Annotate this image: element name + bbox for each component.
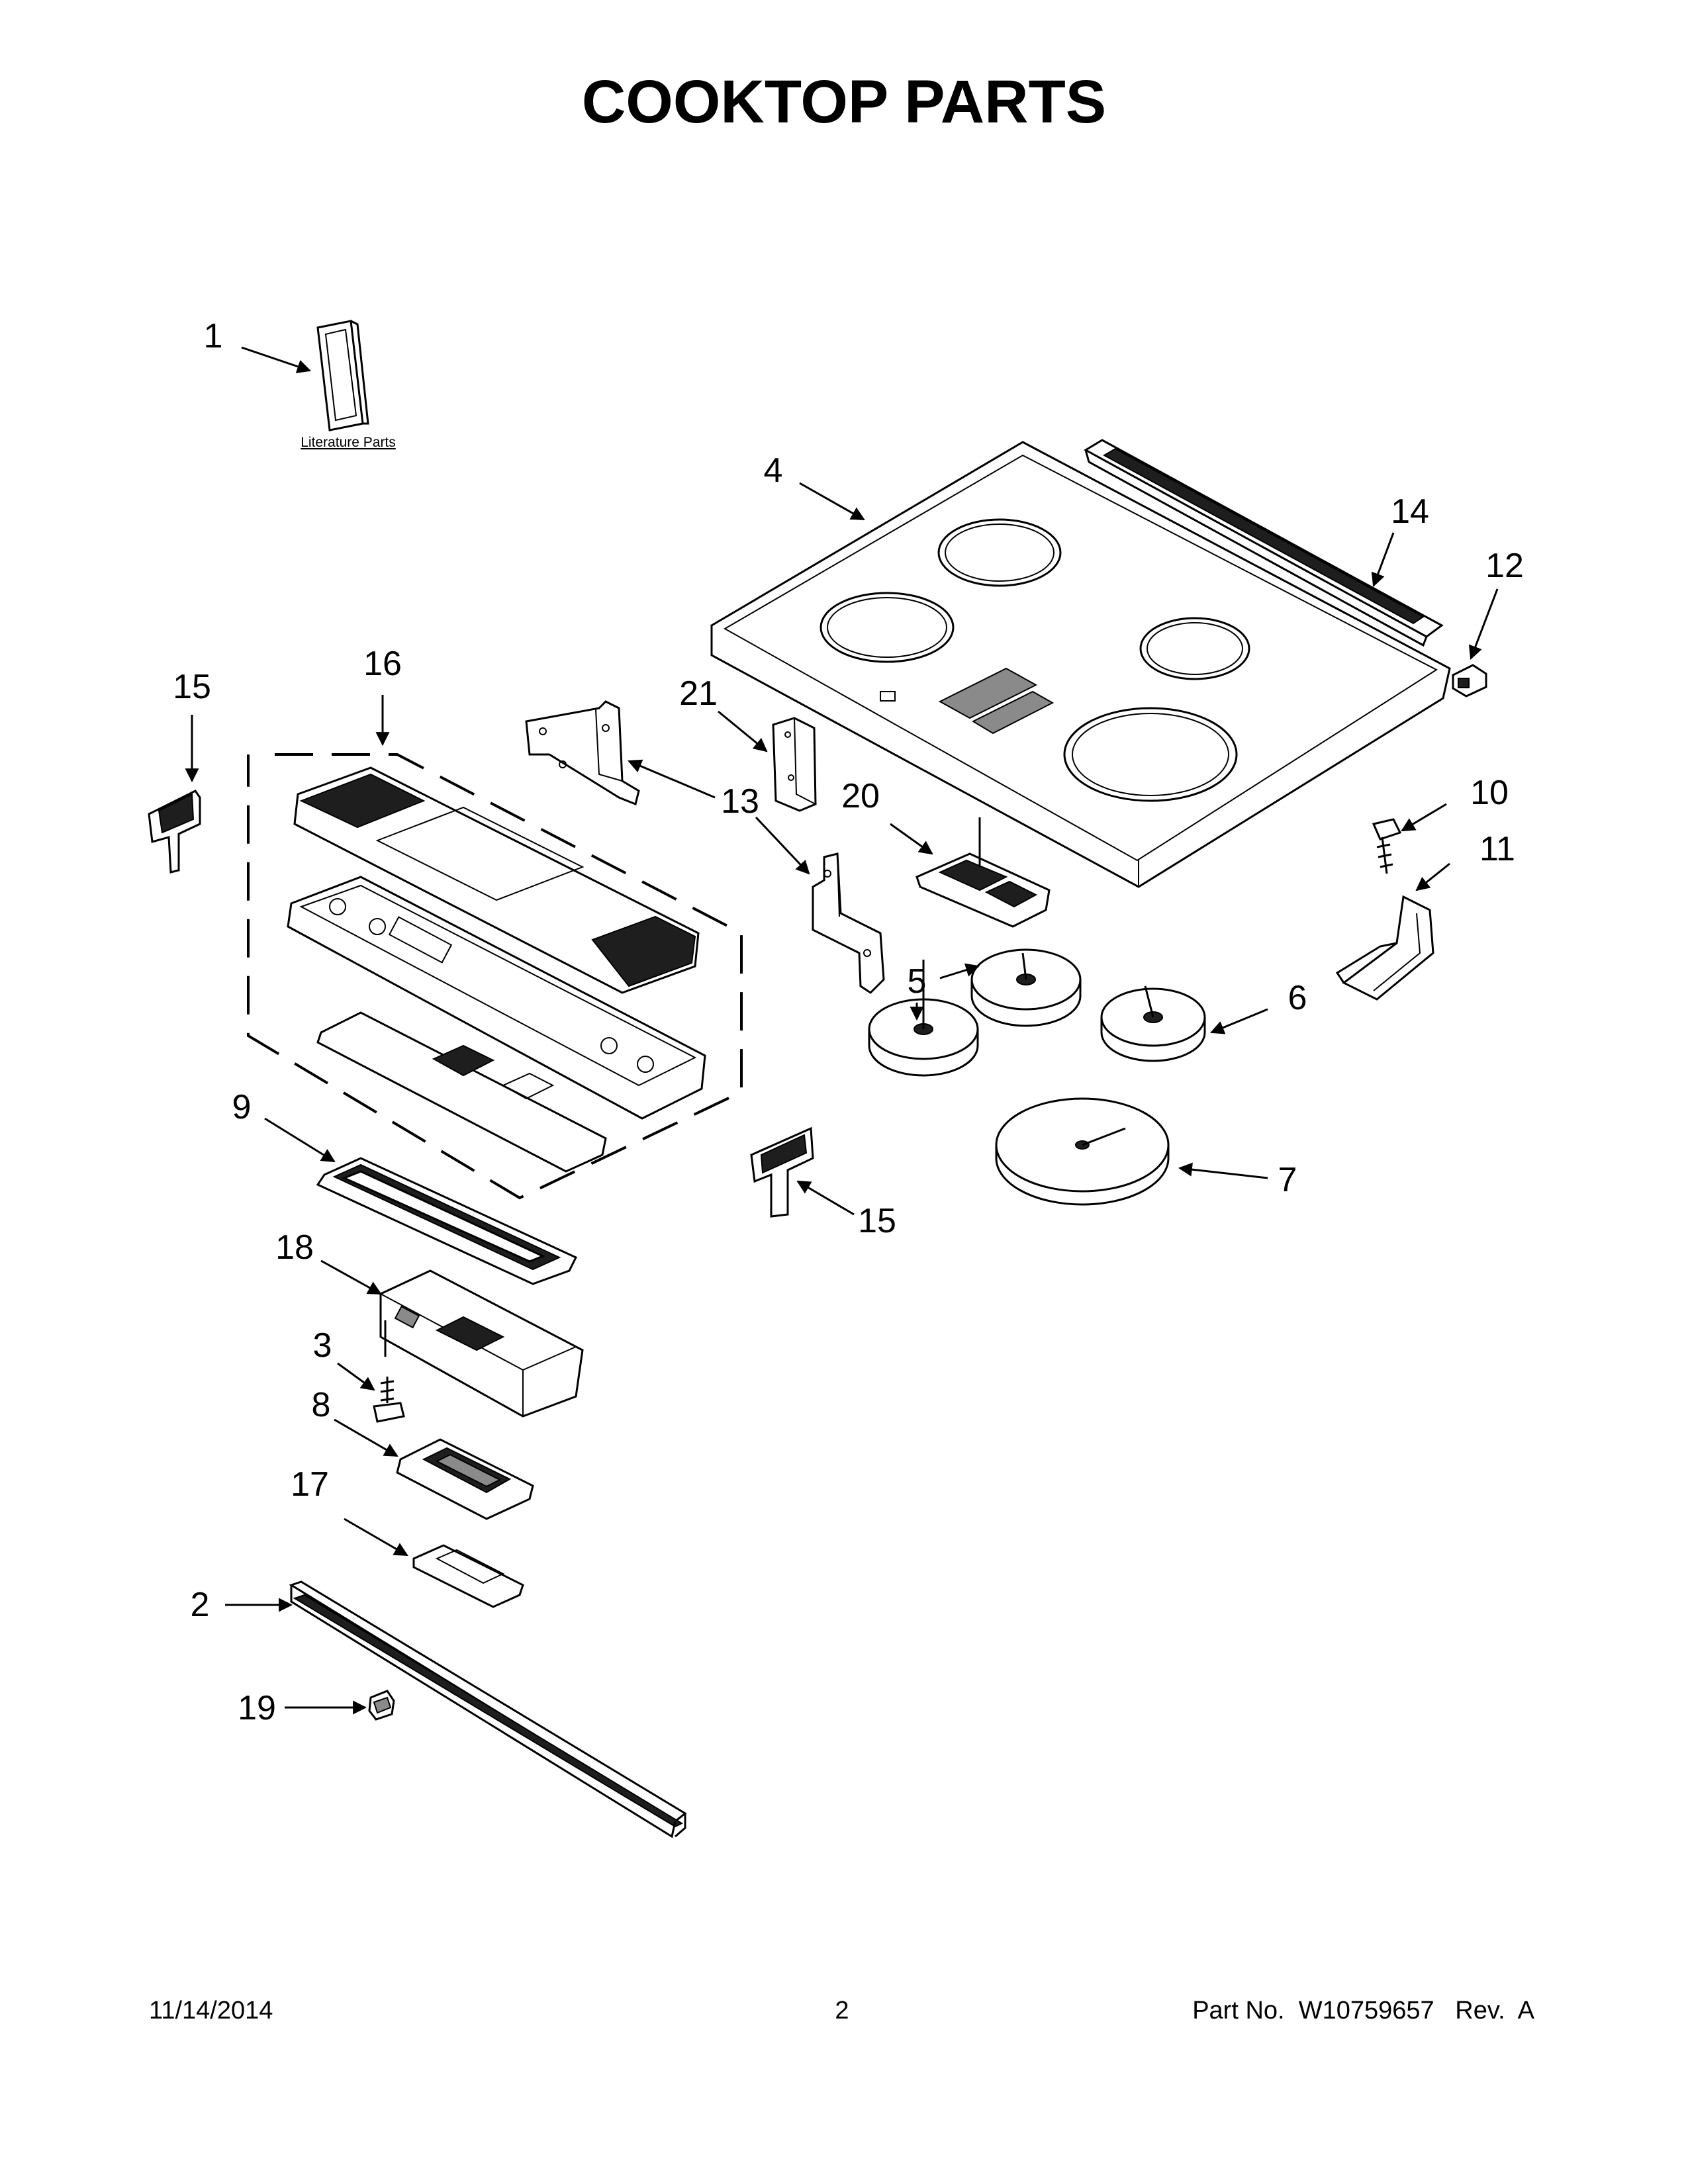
shield-plate (412, 1544, 524, 1608)
touch-control-board (915, 817, 1051, 928)
callout-7: 7 (1278, 1161, 1297, 1199)
callout-15-leader-right (796, 1180, 855, 1216)
footer-date: 11/14/2014 (149, 1997, 273, 2025)
callout-3: 3 (313, 1326, 332, 1365)
callout-14-leader (1371, 532, 1395, 587)
callout-7-leader (1178, 1162, 1268, 1179)
control-panel-assembly (247, 753, 743, 1200)
page-title: COOKTOP PARTS (582, 68, 1106, 136)
callout-15-right: 15 (858, 1202, 896, 1240)
callout-15-left: 15 (173, 668, 211, 706)
bolt (373, 1377, 405, 1423)
induction-coil-medium (1100, 985, 1206, 1062)
callout-4: 4 (764, 451, 783, 490)
side-mounting-bracket (1335, 895, 1434, 1001)
callout-21: 21 (679, 674, 718, 713)
control-panel-bracket-lower (812, 852, 885, 994)
callout-1-leader (241, 346, 311, 373)
callout-9: 9 (232, 1088, 252, 1126)
induction-coil-small-pair (868, 948, 1082, 1077)
callout-12: 12 (1485, 547, 1524, 585)
callout-3-leader (337, 1362, 375, 1391)
callout-20: 20 (841, 777, 880, 815)
cooktop-main-top (710, 441, 1451, 888)
callout-11: 11 (1479, 830, 1515, 868)
callout-5: 5 (908, 962, 927, 1001)
footer-page-number: 2 (835, 1997, 849, 2025)
callout-18-leader (320, 1259, 382, 1295)
callout-10: 10 (1470, 774, 1509, 812)
touch-panel-gasket (316, 1157, 578, 1285)
callout-13: 13 (721, 782, 759, 821)
literature-parts-label: Literature Parts (301, 435, 396, 450)
rail-clip (1452, 664, 1487, 698)
footer-part-number: Part No. W10759657 Rev. A (1192, 1997, 1534, 2025)
callout-10-leader (1401, 803, 1447, 832)
callout-1: 1 (204, 317, 223, 355)
callout-9-leader (264, 1117, 336, 1163)
callout-8-leader (334, 1418, 399, 1457)
callout-4-leader (799, 482, 865, 521)
induction-coil-large (995, 1097, 1170, 1206)
literature-parts-booklet (316, 320, 369, 432)
callout-19: 19 (238, 1689, 276, 1727)
end-cap-left (148, 790, 201, 874)
callout-20-leader (890, 823, 933, 855)
callout-21-leader (718, 710, 768, 752)
callout-2: 2 (191, 1586, 210, 1624)
callout-18: 18 (275, 1228, 314, 1267)
callout-11-leader (1415, 862, 1450, 891)
callout-13-leader-a (628, 759, 716, 799)
callout-13-leader-b (755, 816, 810, 875)
control-panel-bracket-upper (525, 700, 640, 806)
callout-17: 17 (291, 1465, 329, 1504)
callout-14: 14 (1391, 492, 1429, 531)
bumper (368, 1690, 395, 1721)
display-control-module (396, 1438, 534, 1520)
callout-8: 8 (312, 1386, 331, 1424)
screw (1372, 818, 1402, 874)
callout-6: 6 (1288, 979, 1307, 1017)
end-cap-right (750, 1126, 814, 1218)
front-rail (289, 1580, 687, 1839)
callout-6-leader (1210, 1008, 1268, 1034)
callout-12-leader (1468, 588, 1499, 660)
rear-trim-rail (1083, 439, 1444, 647)
electronic-control-board (379, 1269, 584, 1418)
callout-5-leader-b (939, 963, 980, 979)
callout-16: 16 (363, 645, 402, 683)
callout-17-leader (344, 1518, 408, 1557)
small-control-bracket (772, 717, 817, 812)
